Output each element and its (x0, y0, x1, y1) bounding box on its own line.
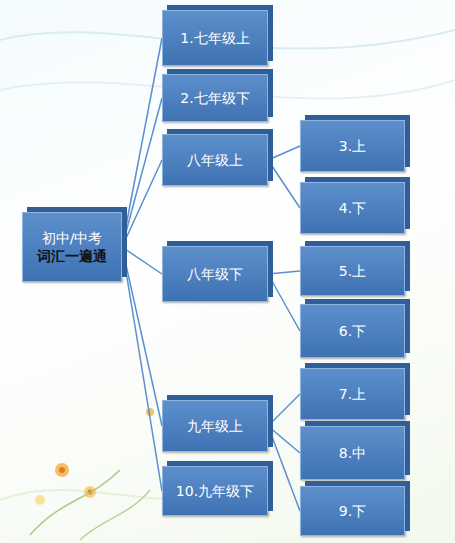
node-label: 4.下 (339, 199, 366, 217)
node-label: 8.中 (339, 444, 366, 462)
connector-line (268, 426, 300, 511)
node-label: 10.九年级下 (176, 482, 254, 500)
connector-line (268, 160, 300, 208)
node-label: 词汇一遍通 (37, 247, 107, 265)
topic-box: 5.上 (300, 246, 405, 296)
topic-box: 8.中 (300, 426, 405, 480)
connector-line (122, 247, 162, 274)
topic-box: 1.七年级上 (162, 10, 268, 66)
node-label: 初中/中考 (42, 229, 103, 247)
node-label: 1.七年级上 (180, 29, 249, 47)
topic-box: 八年级上 (162, 134, 268, 186)
connector-line (268, 274, 300, 331)
node-label: 九年级上 (187, 417, 243, 435)
node-label: 7.上 (339, 385, 366, 403)
connector-line (122, 247, 162, 426)
topic-box: 4.下 (300, 182, 405, 234)
topic-box: 八年级下 (162, 246, 268, 302)
connector-line (122, 160, 162, 247)
connector-line (268, 146, 300, 160)
connector-line (268, 271, 300, 274)
topic-box: 6.下 (300, 304, 405, 358)
topic-box: 7.上 (300, 368, 405, 420)
node-label: 5.上 (339, 262, 366, 280)
topic-box: 10.九年级下 (162, 466, 268, 516)
topic-box: 3.上 (300, 120, 405, 172)
topic-box: 九年级上 (162, 400, 268, 452)
topic-box: 2.七年级下 (162, 74, 268, 122)
node-label: 八年级下 (187, 265, 243, 283)
root-box: 初中/中考词汇一遍通 (22, 212, 122, 282)
node-label: 3.上 (339, 137, 366, 155)
node-label: 9.下 (339, 502, 366, 520)
connector-line (268, 394, 300, 426)
topic-box: 9.下 (300, 486, 405, 536)
connector-line (122, 38, 162, 247)
node-label: 八年级上 (187, 151, 243, 169)
flower-decoration (30, 408, 154, 540)
connector-line (122, 98, 162, 247)
connector-line (122, 247, 162, 491)
node-label: 2.七年级下 (180, 89, 249, 107)
node-label: 6.下 (339, 322, 366, 340)
